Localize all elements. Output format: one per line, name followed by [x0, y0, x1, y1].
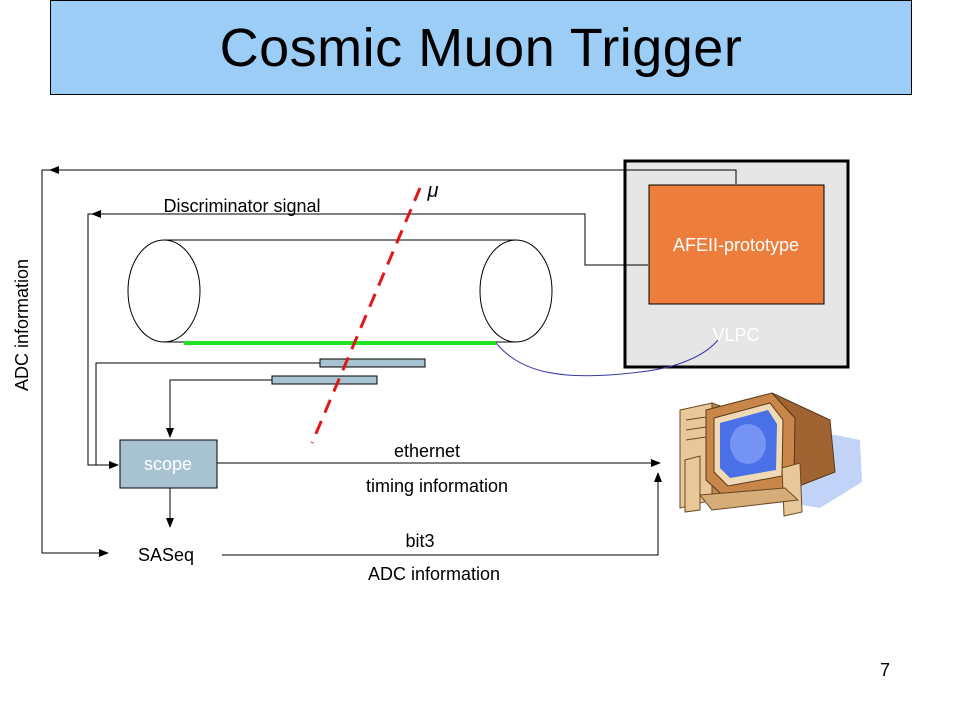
computer-icon: [679, 392, 862, 517]
afeii-label: AFEII-prototype: [673, 235, 799, 255]
counter-lower-line: [169, 379, 272, 436]
trigger-counter-upper: [319, 358, 426, 368]
bit3-label: bit3: [405, 531, 434, 551]
scope-box: [119, 439, 218, 489]
muon-symbol: μ: [427, 180, 439, 202]
scope-label: scope: [144, 454, 192, 474]
slide-title: Cosmic Muon Trigger: [219, 17, 743, 78]
cylinder-right-end: [479, 239, 553, 343]
adc-information-bottom-label: ADC information: [368, 564, 500, 584]
afeii-prototype-board: [648, 184, 825, 305]
adc-information-vertical-label: ADC information: [12, 259, 32, 391]
saseq-label: SASeq: [138, 545, 194, 565]
slide-number: 7: [880, 660, 891, 680]
cylinder-left-end: [127, 239, 201, 343]
counter-upper-line: [95, 362, 320, 465]
muon-track: [310, 187, 422, 444]
fiber-to-vlpc: [495, 339, 719, 377]
vlpc-label: VLPC: [712, 325, 759, 345]
title-banner: Cosmic Muon Trigger: [50, 0, 912, 95]
ethernet-label: ethernet: [394, 441, 460, 461]
trigger-counter-lower: [271, 375, 378, 385]
discriminator-signal-label: Discriminator signal: [163, 196, 320, 216]
timing-information-label: timing information: [366, 476, 508, 496]
